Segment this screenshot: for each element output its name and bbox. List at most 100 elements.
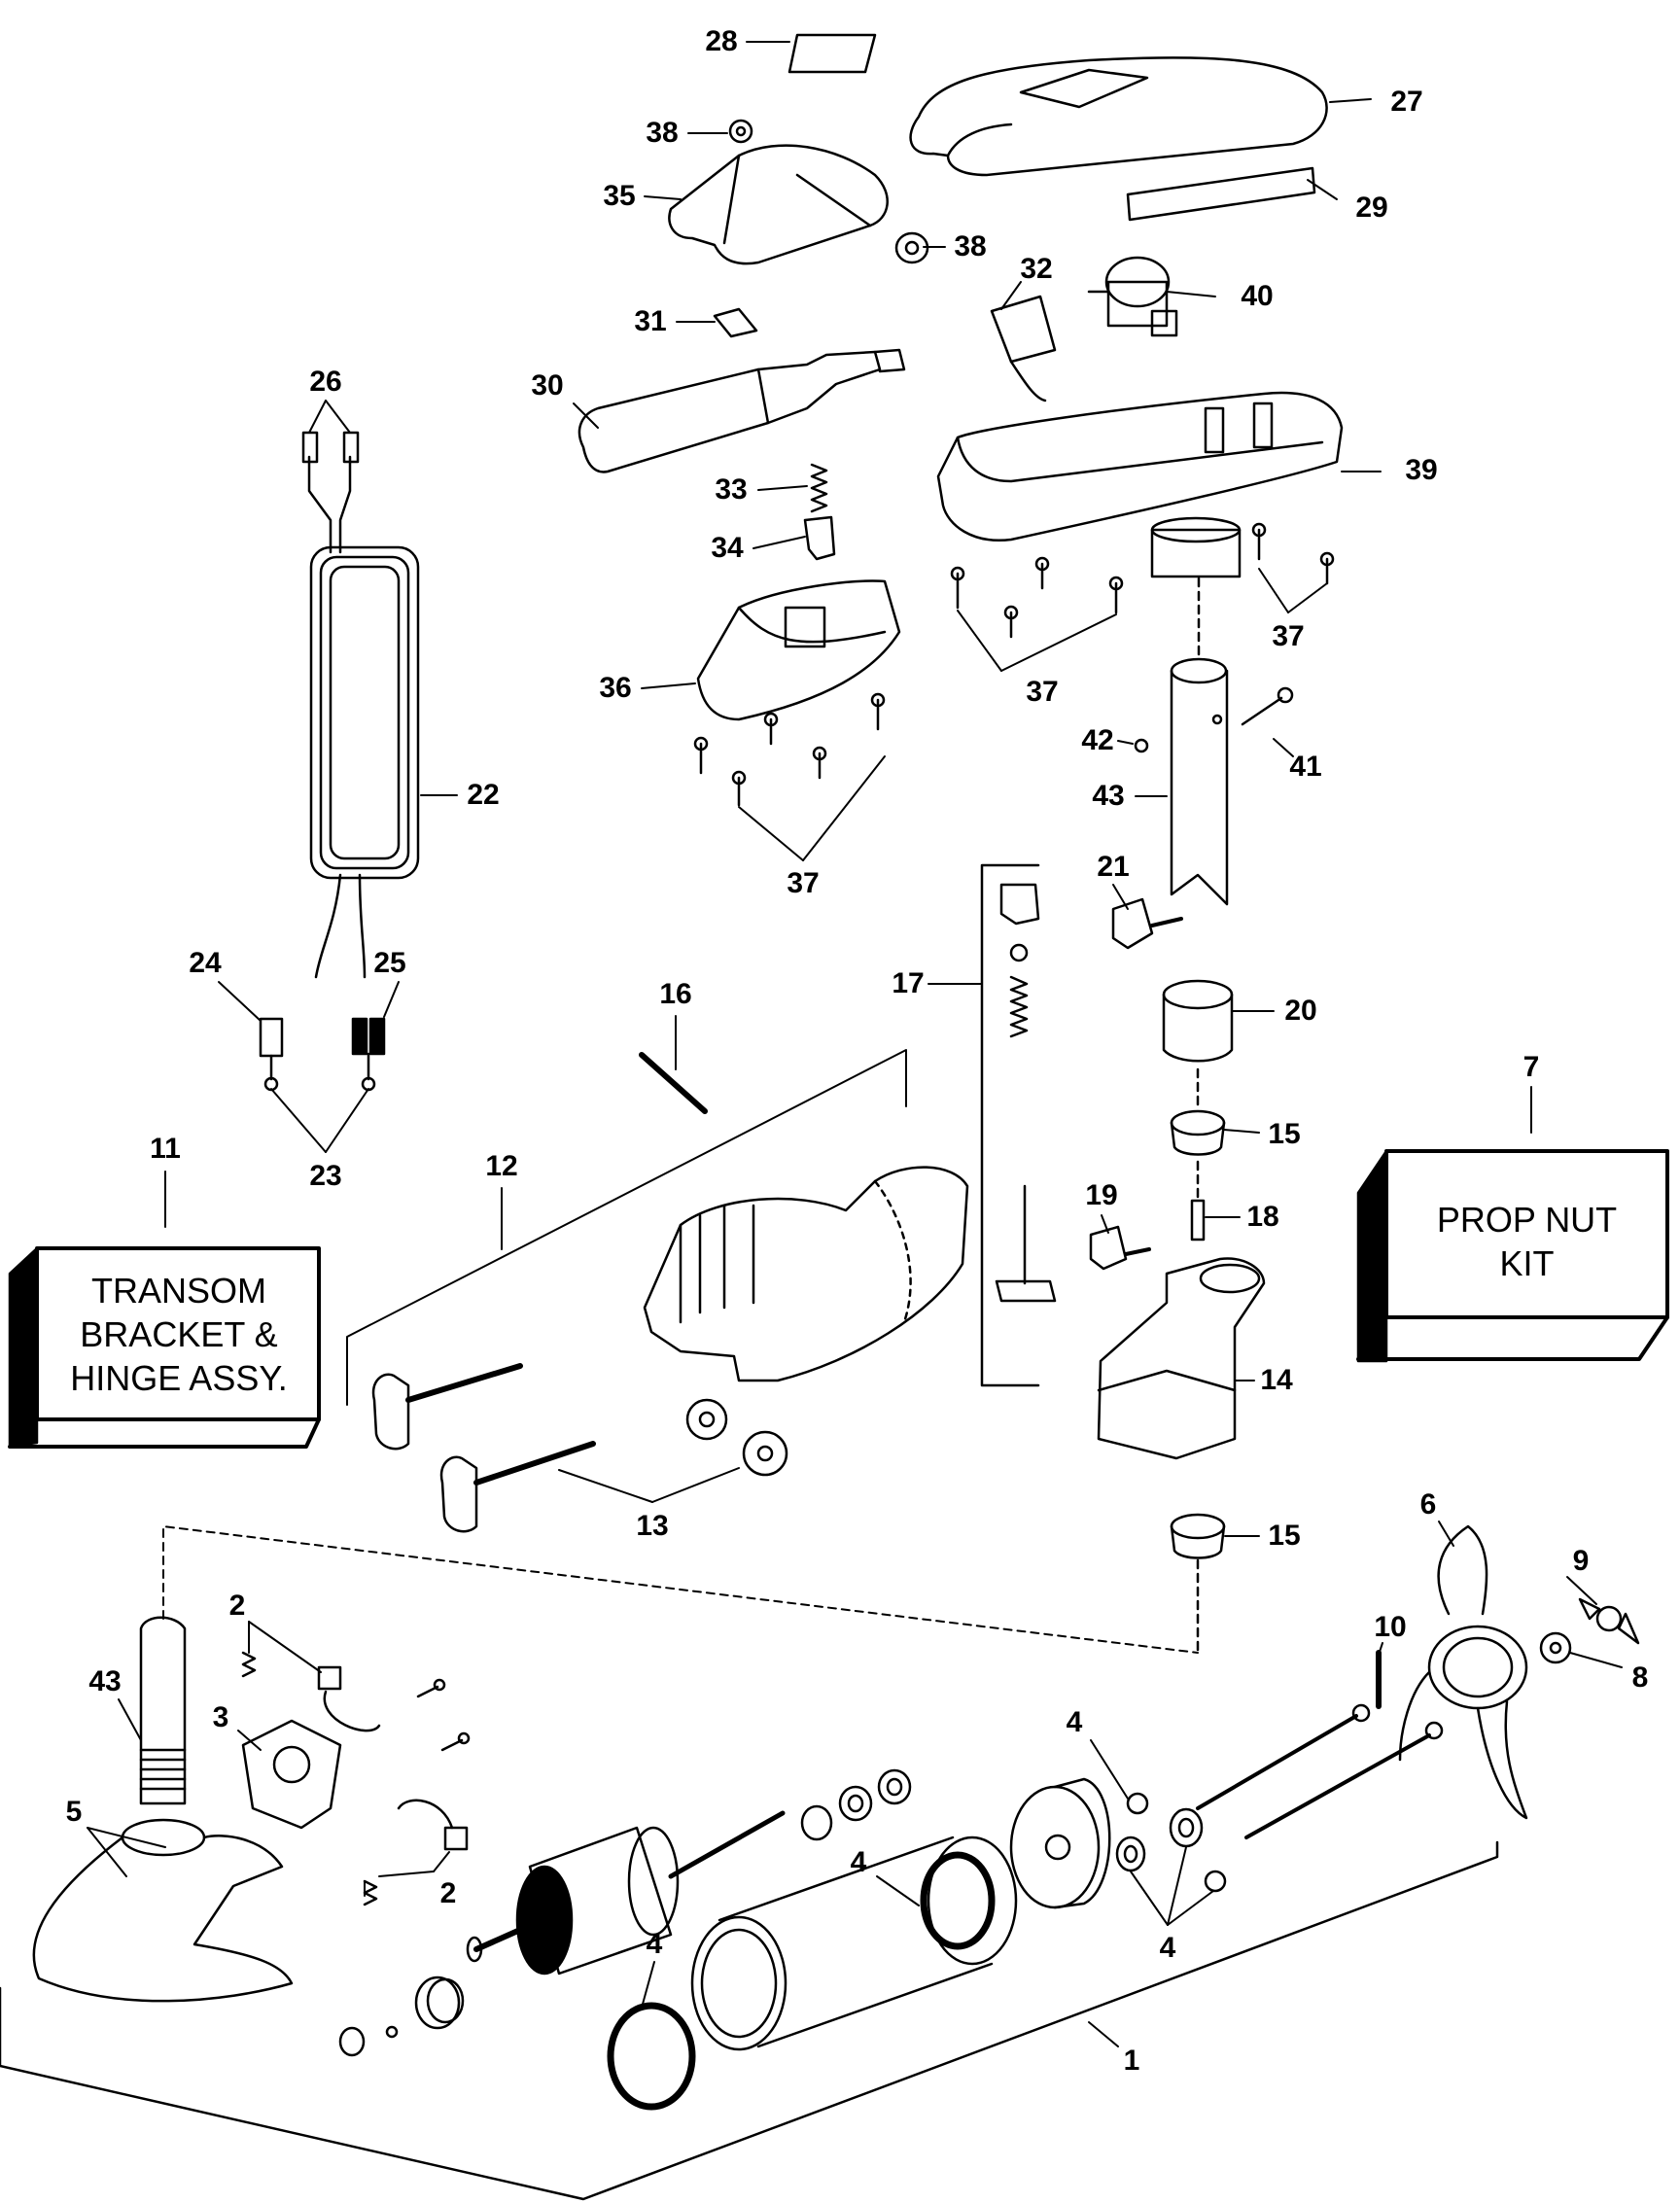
part-screws-37-housing <box>693 692 886 807</box>
part-propeller-6 <box>1398 1524 1528 1820</box>
part-34 <box>803 515 836 561</box>
callout-39: 39 <box>1405 454 1438 486</box>
part-screw-41 <box>1241 686 1294 726</box>
callout-4: 4 <box>1159 1932 1176 1964</box>
part-end-cap <box>1009 1777 1111 1909</box>
part-collar-20 <box>1162 979 1234 1063</box>
callout-23: 23 <box>309 1160 342 1192</box>
callout-31: 31 <box>634 305 667 337</box>
callout-21: 21 <box>1097 851 1130 883</box>
callout-16: 16 <box>659 978 692 1010</box>
callout-37: 37 <box>787 867 820 899</box>
kit-box-prop-nut <box>1356 1086 1669 1363</box>
part-knob-21 <box>1111 897 1183 950</box>
kit-line: BRACKET & <box>80 1314 278 1354</box>
part-cover-35 <box>668 144 889 265</box>
callout-3: 3 <box>212 1701 229 1733</box>
kit-line: HINGE ASSY. <box>70 1358 288 1398</box>
callout-15: 15 <box>1268 1118 1301 1150</box>
kit-label-prop-nut: PROP NUT KIT <box>1386 1198 1667 1285</box>
callout-14: 14 <box>1260 1364 1293 1396</box>
callout-33: 33 <box>715 473 748 506</box>
part-clip-38-top <box>728 119 753 144</box>
callout-12: 12 <box>485 1150 518 1182</box>
callout-10: 10 <box>1374 1611 1407 1643</box>
part-pin-16 <box>639 1052 708 1114</box>
part-bushing-15-lower <box>1170 1513 1226 1655</box>
callout-38: 38 <box>954 230 987 262</box>
callout-7: 7 <box>1522 1051 1540 1083</box>
part-housing-36 <box>696 579 901 721</box>
part-cable-22 <box>301 431 420 979</box>
part-strip-29 <box>1126 166 1316 222</box>
part-32 <box>990 295 1057 402</box>
callout-43: 43 <box>88 1665 122 1697</box>
callout-17: 17 <box>892 967 925 999</box>
callout-27: 27 <box>1390 86 1423 118</box>
callout-11: 11 <box>150 1133 181 1165</box>
callout-18: 18 <box>1246 1201 1279 1233</box>
part-nut-42 <box>1134 738 1149 753</box>
part-through-bolts <box>1196 1703 1444 1839</box>
part-wing-nut-9 <box>1578 1597 1640 1645</box>
callout-19: 19 <box>1085 1179 1118 1211</box>
callout-30: 30 <box>531 369 564 402</box>
kit-label-transom: TRANSOM BRACKET & HINGE ASSY. <box>39 1269 319 1400</box>
kit-line: KIT <box>1499 1243 1555 1283</box>
part-motor-can <box>690 1836 1018 2051</box>
callout-42: 42 <box>1081 724 1114 756</box>
callout-37: 37 <box>1026 676 1059 708</box>
kit-line: TRANSOM <box>91 1271 266 1311</box>
part-mount-14 <box>1097 1257 1266 1460</box>
part-washer-8 <box>1539 1631 1572 1664</box>
part-31 <box>713 307 758 338</box>
part-terminal-24 <box>259 1017 284 1092</box>
callout-25: 25 <box>373 947 406 979</box>
callout-37: 37 <box>1272 620 1305 652</box>
part-spring-33 <box>810 463 828 513</box>
callout-29: 29 <box>1355 192 1388 224</box>
part-knob-19 <box>1089 1225 1151 1271</box>
callout-22: 22 <box>467 779 500 811</box>
part-bearings <box>338 1768 912 2057</box>
callout-41: 41 <box>1289 751 1322 783</box>
part-18 <box>1190 1160 1206 1241</box>
part-knobs-13 <box>371 1363 788 1533</box>
part-brush-plate-3 <box>241 1719 342 1830</box>
callout-32: 32 <box>1020 253 1053 285</box>
callout-34: 34 <box>711 532 744 564</box>
part-handle-30 <box>578 348 906 473</box>
part-o-ring-4-mid <box>920 1851 996 1950</box>
callout-4: 4 <box>646 1928 663 1960</box>
callout-26: 26 <box>309 366 342 398</box>
callout-6: 6 <box>1419 1488 1437 1521</box>
part-base-39 <box>936 391 1344 578</box>
callout-36: 36 <box>599 672 632 704</box>
kit-outline-1 <box>0 1840 1499 2201</box>
kit-line: PROP NUT <box>1436 1200 1618 1240</box>
alignment-dashed-line <box>162 1525 1199 1654</box>
callout-24: 24 <box>189 947 222 979</box>
callout-40: 40 <box>1241 280 1274 312</box>
part-17-components <box>995 883 1057 1303</box>
part-o-ring-4-left <box>607 2002 696 2111</box>
part-terminal-25 <box>351 1017 386 1092</box>
part-armature <box>466 1810 786 1976</box>
callout-35: 35 <box>603 180 636 212</box>
leader-lines <box>87 41 1623 2047</box>
part-switch-40 <box>1087 256 1178 337</box>
part-top-cover-27 <box>909 56 1328 177</box>
callout-20: 20 <box>1284 995 1317 1027</box>
callout-2: 2 <box>228 1590 246 1622</box>
callout-28: 28 <box>705 25 738 57</box>
callout-43: 43 <box>1092 780 1125 812</box>
callout-15: 15 <box>1268 1520 1301 1552</box>
part-brushes-2 <box>241 1651 471 1906</box>
callout-4: 4 <box>850 1846 867 1878</box>
part-shaft-43-upper <box>1170 577 1229 906</box>
callout-5: 5 <box>65 1796 83 1828</box>
part-screws-37-base <box>950 522 1335 639</box>
part-kit-bracket-17 <box>980 863 1040 1387</box>
